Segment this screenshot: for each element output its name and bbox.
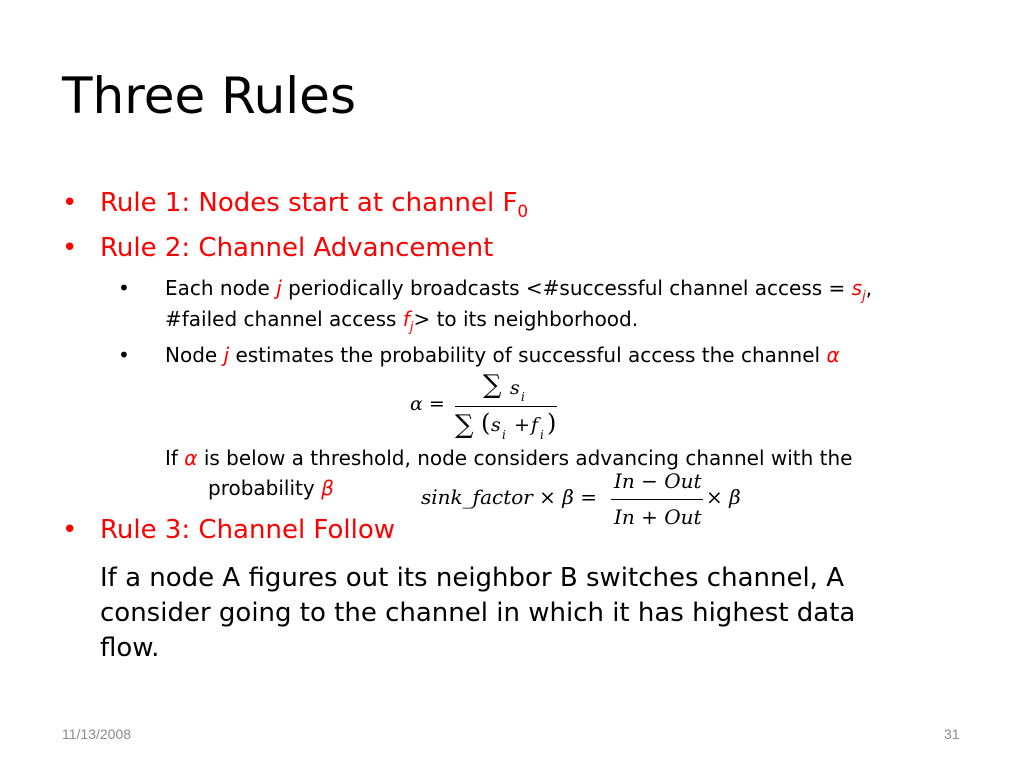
sink-rhs: × β (706, 485, 741, 509)
paren-close: ) (547, 409, 557, 437)
rule-3-text: Rule 3: Channel Follow (100, 515, 395, 545)
paren-open: ( (481, 409, 491, 437)
rule-3-body-line-1: If a node A figures out its neighbor B s… (100, 563, 844, 593)
rule-3-body-line-2: consider going to the channel in which i… (100, 598, 856, 628)
alpha-lhs: α = (410, 393, 445, 415)
denominator-f: f (531, 414, 539, 436)
slide-title: Three Rules (62, 67, 356, 125)
if-line-1: If α is below a threshold, node consider… (165, 446, 853, 470)
fraction-line (611, 499, 703, 500)
sub-bullet-1-line-2: #failed channel access fj> to its neighb… (165, 307, 639, 335)
rule-2-text: Rule 2: Channel Advancement (100, 233, 494, 263)
plus-sign: + (514, 414, 530, 436)
bullet: • (118, 276, 130, 300)
footer-page-number: 31 (944, 726, 960, 742)
sub-bullet-2-text: Node j estimates the probability of succ… (165, 343, 840, 367)
footer-date: 11/13/2008 (62, 726, 132, 742)
denominator-s: s (491, 414, 501, 436)
fraction-line (455, 406, 557, 407)
sink-denominator: In + Out (614, 505, 702, 529)
numerator-s: s (510, 377, 520, 399)
bullet: • (118, 343, 130, 367)
numerator-sub: i (521, 390, 525, 404)
sink-lhs: sink_factor × β = (421, 485, 597, 509)
sum-symbol: ∑ (483, 370, 502, 400)
sub-bullet-1-line-1: Each node j periodically broadcasts <#su… (165, 276, 873, 304)
bullet: • (62, 188, 78, 218)
if-line-2: probability β (208, 476, 334, 500)
sink-numerator: In − Out (614, 469, 702, 493)
rule-1-text: Rule 1: Nodes start at channel F0 (100, 188, 529, 222)
bullet: • (62, 515, 78, 545)
rule-3-body-line-3: flow. (100, 633, 160, 663)
bullet: • (62, 233, 78, 263)
denominator-s-sub: i (502, 428, 506, 442)
sum-symbol: ∑ (455, 410, 474, 440)
denominator-f-sub: i (540, 428, 544, 442)
